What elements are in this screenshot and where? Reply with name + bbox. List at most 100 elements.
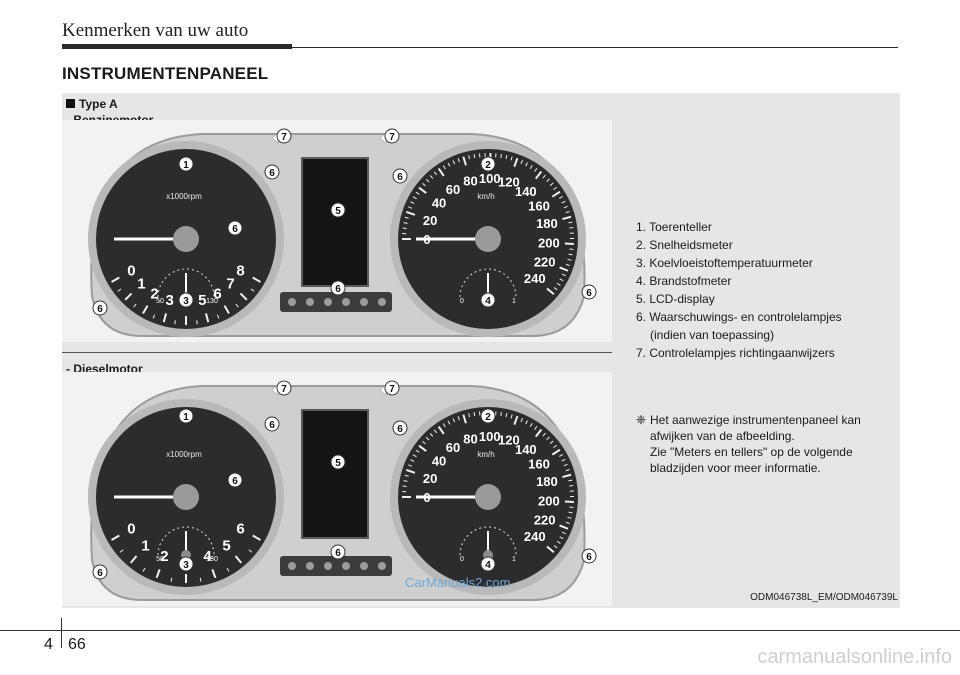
callout-badge bbox=[392, 168, 408, 184]
speedometer-number: 100 bbox=[479, 429, 501, 444]
speedometer-tick bbox=[412, 196, 417, 200]
speedometer-tick bbox=[561, 273, 566, 277]
speedometer-tick bbox=[447, 162, 451, 167]
warning-lamp-icon bbox=[342, 298, 350, 306]
speedometer-tick bbox=[425, 436, 430, 441]
speedometer-number: 80 bbox=[463, 174, 477, 189]
speedometer-tick bbox=[546, 178, 550, 183]
speedometer-tick bbox=[549, 182, 554, 186]
speedometer-number: 60 bbox=[446, 182, 460, 197]
tachometer-tick bbox=[235, 303, 239, 308]
note-line: bladzijden voor meer informatie. bbox=[650, 461, 821, 475]
callout-number: 7 bbox=[389, 132, 395, 143]
speedometer-tick bbox=[556, 282, 561, 286]
speedometer-number: 180 bbox=[536, 216, 558, 231]
chapter-rule bbox=[292, 47, 898, 48]
speedometer-tick bbox=[505, 412, 508, 418]
speedometer-tick bbox=[559, 536, 564, 540]
speedometer-tick bbox=[500, 153, 502, 159]
callout-badge bbox=[276, 128, 292, 144]
chapter-title: Kenmerken van uw auto bbox=[62, 20, 249, 41]
speedometer-tick bbox=[468, 155, 471, 160]
callout-badge bbox=[330, 544, 346, 560]
tachometer-tick bbox=[252, 276, 261, 283]
temperature-gauge-label: 130 bbox=[206, 298, 218, 305]
callout-badge bbox=[581, 548, 597, 564]
tachometer-number: 3 bbox=[166, 292, 174, 309]
speedometer-number: 220 bbox=[534, 513, 556, 528]
tachometer-number: 5 bbox=[198, 292, 206, 309]
tachometer-tick bbox=[170, 577, 173, 582]
callout-badge bbox=[264, 164, 280, 180]
tachometer-number: 2 bbox=[150, 286, 158, 303]
speedometer-number: 80 bbox=[463, 432, 477, 447]
tachometer-tick bbox=[133, 303, 137, 308]
callout-badge bbox=[330, 202, 346, 218]
speedometer-tick bbox=[542, 432, 546, 437]
tachometer-number: 1 bbox=[141, 537, 149, 554]
speedometer-tick bbox=[559, 195, 563, 199]
callout-badge bbox=[178, 156, 194, 172]
callout-number: 6 bbox=[269, 420, 275, 431]
tachometer-tick bbox=[152, 314, 156, 319]
tachometer-tick bbox=[124, 292, 133, 301]
speedometer-tick bbox=[568, 221, 573, 224]
speedometer-tick bbox=[402, 227, 407, 230]
tachometer-tick bbox=[252, 534, 261, 541]
speedometer-tick bbox=[437, 167, 445, 177]
speedometer-tick bbox=[568, 253, 573, 256]
tachometer-tick bbox=[155, 569, 161, 579]
speedometer-tick bbox=[457, 158, 460, 163]
speedometer-unit: km/h bbox=[477, 192, 494, 201]
speedometer-tick bbox=[553, 444, 557, 449]
note-line: Het aanwezige instrumentenpaneel kan bbox=[650, 413, 861, 427]
tachometer-hub bbox=[173, 484, 199, 510]
speedometer-tick bbox=[402, 485, 407, 488]
speedometer-tick bbox=[513, 415, 519, 425]
tachometer-number: 6 bbox=[213, 286, 221, 303]
tachometer-tick bbox=[234, 555, 243, 564]
speedometer-tick bbox=[534, 167, 538, 172]
speedometer-hub bbox=[475, 484, 501, 510]
callout-badge bbox=[384, 380, 400, 396]
speedometer-tick bbox=[534, 425, 538, 430]
footer-rule bbox=[0, 630, 960, 631]
note-line: afwijken van de afbeelding. bbox=[650, 429, 795, 443]
speedometer-tick bbox=[437, 425, 445, 435]
fuel-gauge-label: 0 bbox=[460, 556, 464, 563]
tachometer-tick bbox=[223, 305, 230, 314]
speedometer-tick bbox=[418, 186, 427, 194]
type-label: Type A bbox=[66, 97, 118, 111]
indicator-strip bbox=[280, 292, 392, 312]
speedometer-number: 40 bbox=[432, 196, 446, 211]
speedometer-tick bbox=[559, 266, 569, 272]
speedometer-number: 220 bbox=[534, 255, 556, 270]
speedometer-tick bbox=[529, 423, 533, 427]
warning-lamp-icon bbox=[324, 298, 332, 306]
speedometer-tick bbox=[553, 545, 558, 549]
tachometer-number: 8 bbox=[236, 263, 244, 280]
callout-number: 6 bbox=[232, 476, 238, 487]
tachometer-tick bbox=[196, 320, 198, 325]
speedometer-number: 100 bbox=[479, 171, 501, 186]
callout-number: 6 bbox=[397, 424, 403, 435]
speedometer-tick bbox=[403, 222, 408, 224]
speedometer-tick bbox=[567, 516, 572, 519]
speedometer-tick bbox=[553, 186, 557, 191]
tachometer-tick bbox=[199, 577, 202, 582]
temperature-gauge-label: 50 bbox=[156, 556, 164, 563]
speedometer-tick bbox=[410, 459, 415, 462]
speedometer-tick bbox=[422, 440, 426, 445]
speedometer-tick bbox=[442, 165, 446, 170]
callout-badge bbox=[384, 128, 400, 144]
speedometer-tick bbox=[447, 420, 451, 425]
speedometer-number: 200 bbox=[538, 236, 560, 251]
callout-badge bbox=[227, 472, 243, 488]
warning-lamp-icon bbox=[306, 298, 314, 306]
speedometer-tick bbox=[473, 412, 476, 417]
tachometer-unit: x1000rpm bbox=[166, 192, 202, 201]
callout-badge bbox=[264, 416, 280, 432]
callout-number: 6 bbox=[232, 224, 238, 235]
speedometer-tick bbox=[534, 428, 543, 438]
legend-item: 7. Controlelampjes richtingaanwijzers bbox=[636, 346, 835, 360]
